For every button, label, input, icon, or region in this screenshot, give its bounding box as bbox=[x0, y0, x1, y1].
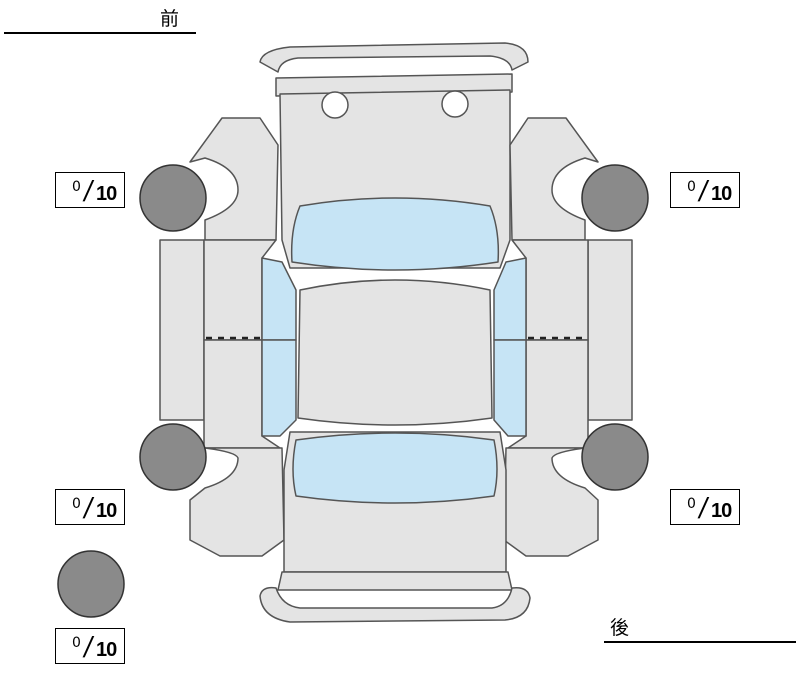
tread-value: 0 bbox=[72, 635, 81, 651]
rear-bumper[interactable] bbox=[259, 586, 531, 623]
tread-value: 0 bbox=[72, 179, 81, 195]
front-left-tread-box[interactable]: 0 / 10 bbox=[55, 172, 125, 208]
tread-slash: / bbox=[81, 632, 95, 662]
tread-max: 10 bbox=[711, 500, 732, 522]
tread-max: 10 bbox=[96, 500, 117, 522]
roof[interactable] bbox=[297, 279, 493, 426]
right-front-fender[interactable] bbox=[509, 117, 599, 241]
right-rear-door[interactable] bbox=[507, 339, 589, 449]
left-side-sill bbox=[159, 239, 205, 421]
tread-max: 10 bbox=[96, 183, 117, 205]
rear-right-tire[interactable] bbox=[581, 423, 649, 491]
tread-slash: / bbox=[696, 493, 710, 523]
front-bumper[interactable] bbox=[259, 42, 529, 73]
rear-window bbox=[292, 432, 498, 504]
right-rear-fender[interactable] bbox=[503, 447, 599, 557]
left-front-window bbox=[261, 257, 297, 341]
tread-slash: / bbox=[696, 176, 710, 206]
rear-label: 後 bbox=[610, 617, 630, 639]
front-right-tread-box[interactable]: 0 / 10 bbox=[670, 172, 740, 208]
left-rear-door[interactable] bbox=[203, 339, 281, 449]
front-right-tire[interactable] bbox=[581, 164, 649, 232]
right-front-window bbox=[493, 257, 527, 341]
tread-slash: / bbox=[81, 176, 95, 206]
left-headlight bbox=[321, 91, 349, 119]
left-rear-window bbox=[261, 339, 297, 437]
windshield bbox=[290, 197, 500, 271]
rear-right-tread-box[interactable]: 0 / 10 bbox=[670, 489, 740, 525]
right-side-sill bbox=[587, 239, 633, 421]
spare-tire[interactable] bbox=[57, 550, 125, 618]
tread-value: 0 bbox=[687, 496, 696, 512]
left-rear-fender[interactable] bbox=[189, 447, 285, 557]
tread-slash: / bbox=[81, 493, 95, 523]
front-underline bbox=[4, 32, 196, 34]
rear-left-tire[interactable] bbox=[139, 423, 207, 491]
left-front-fender[interactable] bbox=[189, 117, 279, 241]
front-left-tire[interactable] bbox=[139, 164, 207, 232]
rear-underline bbox=[604, 641, 796, 643]
tread-value: 0 bbox=[687, 179, 696, 195]
rear-garnish bbox=[277, 571, 513, 591]
right-headlight bbox=[441, 90, 469, 118]
tread-max: 10 bbox=[96, 639, 117, 661]
right-rear-window bbox=[493, 339, 527, 437]
tread-value: 0 bbox=[72, 496, 81, 512]
tread-max: 10 bbox=[711, 183, 732, 205]
spare-tread-box[interactable]: 0 / 10 bbox=[55, 628, 125, 664]
rear-left-tread-box[interactable]: 0 / 10 bbox=[55, 489, 125, 525]
front-label: 前 bbox=[160, 8, 180, 30]
